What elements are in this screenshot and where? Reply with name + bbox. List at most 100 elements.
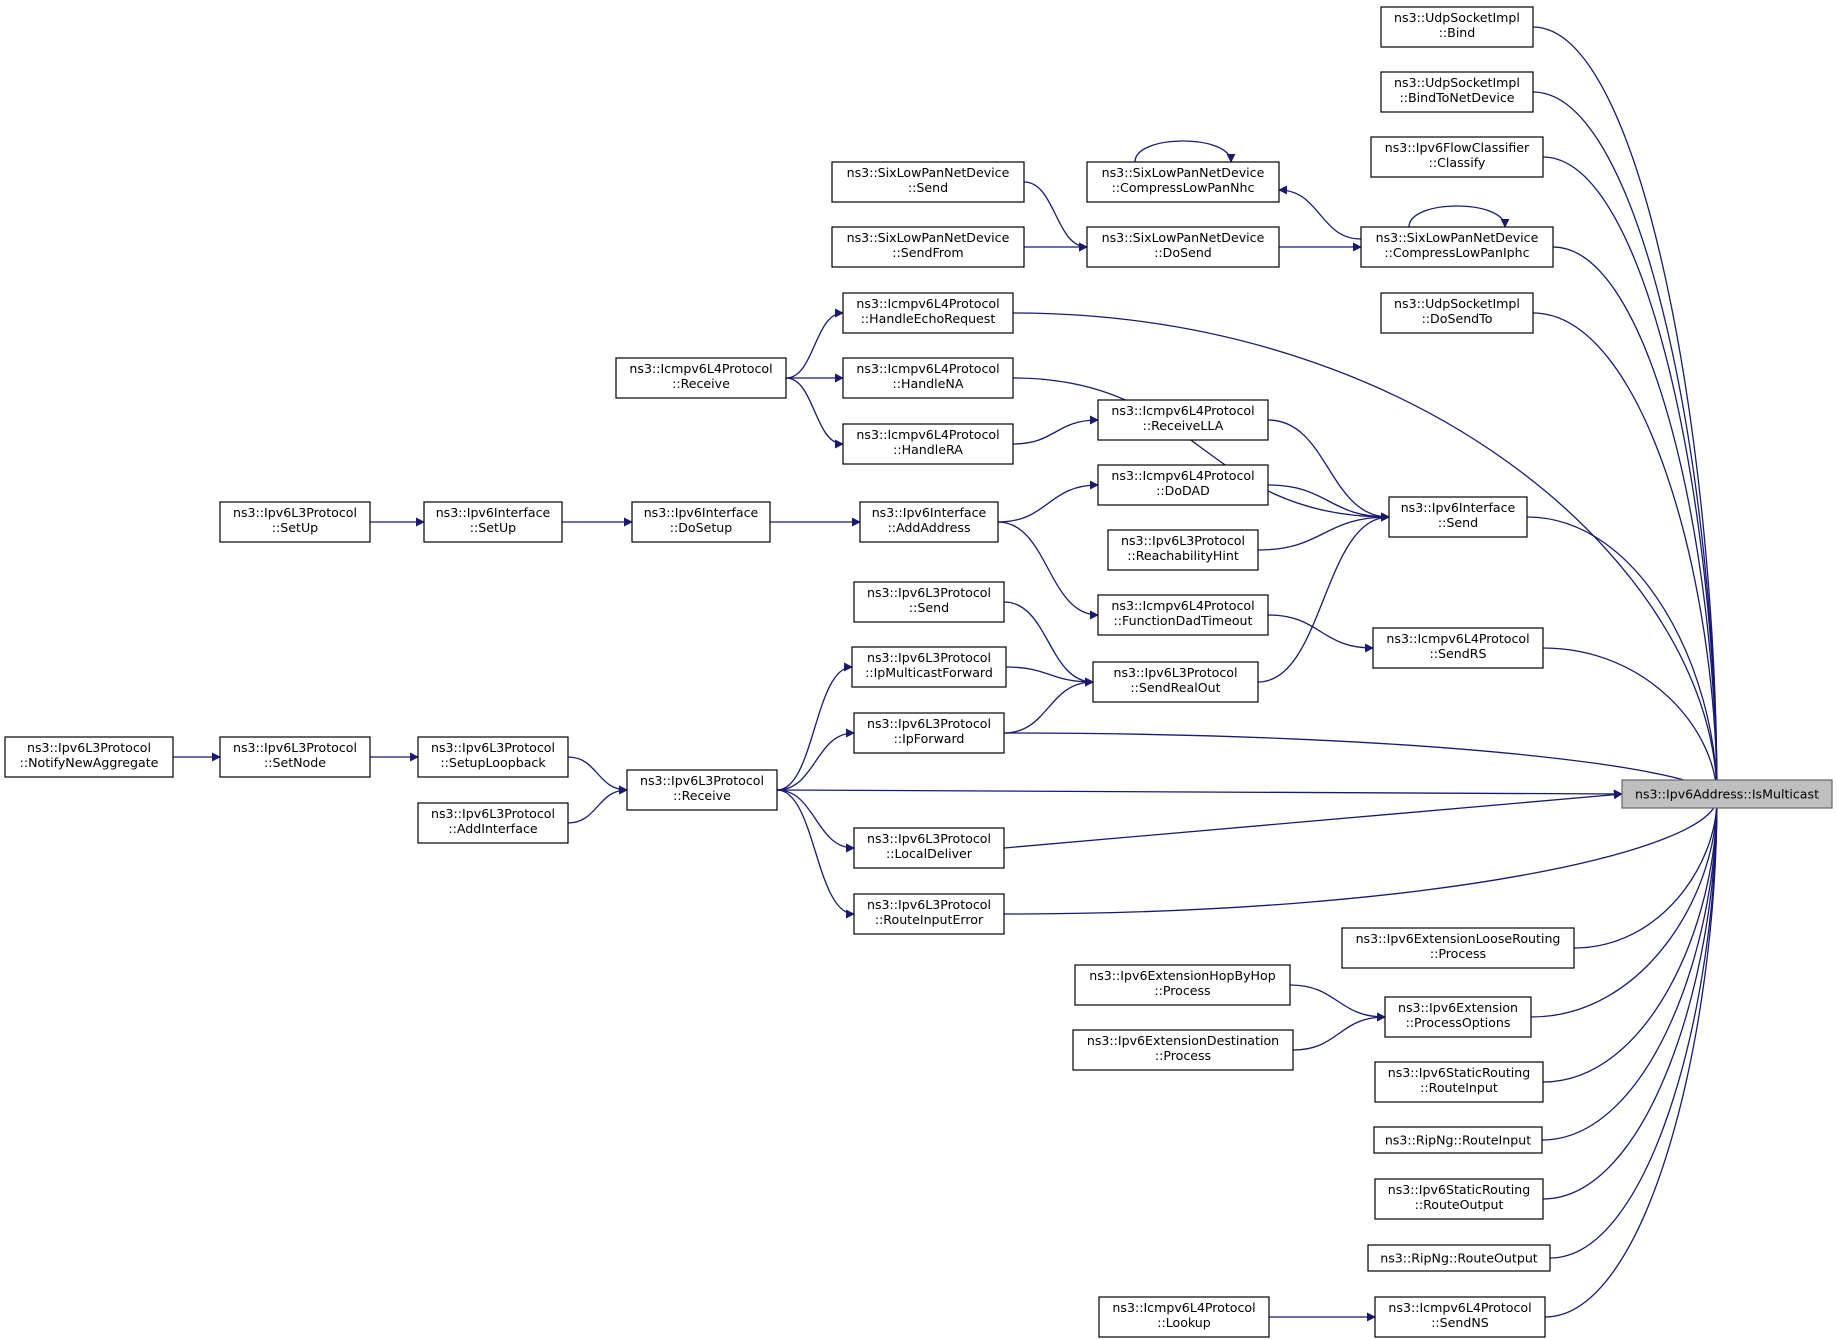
node-label-line: ns3::Ipv6L3Protocol: [431, 806, 555, 821]
node-label-line: ::ReceiveLLA: [1143, 418, 1224, 433]
node-udp-bindnet[interactable]: ns3::UdpSocketImpl::BindToNetDevice: [1380, 71, 1534, 113]
edge-static_rout-to-root: [1542, 797, 1722, 1200]
edge-l3_addiface-to-l3_receive: [567, 785, 628, 824]
node-label-line: ::SetUp: [470, 520, 516, 535]
node-label-line: ns3::Ipv6ExtensionHopByHop: [1089, 968, 1275, 983]
node-l3-addiface[interactable]: ns3::Ipv6L3Protocol::AddInterface: [417, 802, 569, 844]
node-label-line: ::FunctionDadTimeout: [1114, 613, 1253, 628]
node-icmp-receive[interactable]: ns3::Icmpv6L4Protocol::Receive: [615, 357, 787, 399]
node-box: [853, 893, 1005, 935]
edge-ext_dest-to-ext_procopts: [1292, 1012, 1386, 1051]
edge-l3_ipforward-to-root: [1003, 732, 1722, 799]
node-label-line: ::Bind: [1439, 25, 1476, 40]
node-ext-dest[interactable]: ns3::Ipv6ExtensionDestination::Process: [1072, 1029, 1294, 1071]
node-box: [1086, 161, 1280, 203]
node-l3-setnode[interactable]: ns3::Ipv6L3Protocol::SetNode: [219, 736, 371, 778]
node-label-line: ::ProcessOptions: [1406, 1015, 1511, 1030]
node-l3-send[interactable]: ns3::Ipv6L3Protocol::Send: [853, 581, 1005, 623]
node-label-line: ns3::Ipv6Address::IsMulticast: [1635, 787, 1819, 802]
node-box: [853, 712, 1005, 754]
node-label-line: ::SetNode: [264, 755, 326, 770]
node-label-line: ns3::SixLowPanNetDevice: [1102, 230, 1265, 245]
node-l3-notify[interactable]: ns3::Ipv6L3Protocol::NotifyNewAggregate: [4, 736, 174, 778]
node-l3-setuploop[interactable]: ns3::Ipv6L3Protocol::SetupLoopback: [417, 736, 569, 778]
node-box: [831, 226, 1025, 268]
node-icmp-sendrs[interactable]: ns3::Icmpv6L4Protocol::SendRS: [1372, 627, 1544, 669]
edge-l3_setuploop-to-l3_receive: [567, 756, 628, 795]
node-ripng-rout[interactable]: ns3::RipNg::RouteOutput: [1367, 1244, 1551, 1272]
node-icmp-lookup[interactable]: ns3::Icmpv6L4Protocol::Lookup: [1098, 1296, 1270, 1338]
node-box: [1374, 1061, 1544, 1103]
node-box: [219, 501, 371, 543]
edge-udp_bindnet-to-root: [1532, 91, 1722, 799]
node-icmp-sendns[interactable]: ns3::Icmpv6L4Protocol::SendNS: [1374, 1296, 1546, 1338]
node-label-line: ::Process: [1430, 946, 1486, 961]
node-iface-addaddr[interactable]: ns3::Ipv6Interface::AddAddress: [859, 501, 999, 543]
node-label-line: ns3::Icmpv6L4Protocol: [1388, 1300, 1531, 1315]
node-box: [1072, 1029, 1294, 1071]
edge-udp_bind-to-root: [1532, 26, 1722, 799]
node-sixlow-send[interactable]: ns3::SixLowPanNetDevice::Send: [831, 161, 1025, 203]
node-icmp-dodad[interactable]: ns3::Icmpv6L4Protocol::DoDAD: [1097, 464, 1269, 506]
node-udp-bind[interactable]: ns3::UdpSocketImpl::Bind: [1380, 6, 1534, 48]
edge-iface_send-to-root: [1526, 516, 1722, 799]
node-box: [417, 802, 569, 844]
node-static-rin[interactable]: ns3::Ipv6StaticRouting::RouteInput: [1374, 1061, 1544, 1103]
node-l3-ipmcast[interactable]: ns3::Ipv6L3Protocol::IpMulticastForward: [851, 646, 1007, 688]
node-flow-classify[interactable]: ns3::Ipv6FlowClassifier::Classify: [1370, 136, 1544, 178]
node-label-line: ::ReachabilityHint: [1127, 548, 1239, 563]
node-static-rout[interactable]: ns3::Ipv6StaticRouting::RouteOutput: [1374, 1178, 1544, 1220]
node-box: [1380, 71, 1534, 113]
node-icmp-dadtimeout[interactable]: ns3::Icmpv6L4Protocol::FunctionDadTimeou…: [1097, 594, 1269, 636]
node-label-line: ::HandleRA: [893, 442, 963, 457]
node-udp-dosendto[interactable]: ns3::UdpSocketImpl::DoSendTo: [1380, 292, 1534, 334]
node-l3-sendrealout[interactable]: ns3::Ipv6L3Protocol::SendRealOut: [1092, 661, 1259, 703]
node-icmp-rlla[interactable]: ns3::Icmpv6L4Protocol::ReceiveLLA: [1097, 399, 1269, 441]
edges-layer: [173, 26, 1722, 1322]
node-box: [1370, 136, 1544, 178]
node-label-line: ::Lookup: [1157, 1315, 1211, 1330]
node-iface-setup[interactable]: ns3::Ipv6Interface::SetUp: [423, 501, 563, 543]
node-iface-dosetup[interactable]: ns3::Ipv6Interface::DoSetup: [631, 501, 771, 543]
node-sixlow-dosend[interactable]: ns3::SixLowPanNetDevice::DoSend: [1086, 226, 1280, 268]
node-box: [1074, 964, 1291, 1006]
node-label-line: ns3::Ipv6L3Protocol: [1121, 533, 1245, 548]
edge-iface_addaddr-to-icmp_dadtimeout: [997, 521, 1099, 620]
node-label-line: ::AddInterface: [448, 821, 538, 836]
edge-l3_receive-to-l3_ipmcast: [776, 662, 853, 791]
node-l3-reach[interactable]: ns3::Ipv6L3Protocol::ReachabilityHint: [1107, 529, 1259, 571]
node-label-line: ::LocalDeliver: [886, 846, 973, 861]
node-l3-receive[interactable]: ns3::Ipv6L3Protocol::Receive: [626, 769, 778, 811]
node-icmp-echo[interactable]: ns3::Icmpv6L4Protocol::HandleEchoRequest: [842, 292, 1014, 334]
node-box: [1367, 1244, 1551, 1272]
node-label-line: ns3::Ipv6Extension: [1398, 1000, 1518, 1015]
node-compress-iphc[interactable]: ns3::SixLowPanNetDevice::CompressLowPanI…: [1360, 226, 1554, 268]
node-ripng-rin[interactable]: ns3::RipNg::RouteInput: [1373, 1126, 1543, 1154]
node-label-line: ns3::Ipv6ExtensionLooseRouting: [1356, 931, 1561, 946]
node-ext-loose[interactable]: ns3::Ipv6ExtensionLooseRouting::Process: [1341, 927, 1575, 969]
node-label-line: ::AddAddress: [887, 520, 970, 535]
node-ext-hbh[interactable]: ns3::Ipv6ExtensionHopByHop::Process: [1074, 964, 1291, 1006]
node-icmp-ra[interactable]: ns3::Icmpv6L4Protocol::HandleRA: [842, 423, 1014, 465]
node-label-line: ns3::Ipv6L3Protocol: [233, 505, 357, 520]
edge-udp_dosendto-to-root: [1532, 312, 1722, 799]
node-icmp-na[interactable]: ns3::Icmpv6L4Protocol::HandleNA: [842, 357, 1014, 399]
node-label-line: ::HandleEchoRequest: [861, 311, 996, 326]
node-label-line: ::CompressLowPanNhc: [1112, 180, 1255, 195]
node-l3-localdeliver[interactable]: ns3::Ipv6L3Protocol::LocalDeliver: [853, 827, 1005, 869]
node-iface-send[interactable]: ns3::Ipv6Interface::Send: [1388, 496, 1528, 538]
node-label-line: ns3::Icmpv6L4Protocol: [1111, 403, 1254, 418]
node-compress-nhc[interactable]: ns3::SixLowPanNetDevice::CompressLowPanN…: [1086, 161, 1280, 203]
node-l3-ipforward[interactable]: ns3::Ipv6L3Protocol::IpForward: [853, 712, 1005, 754]
edge-l3_ipmcast-to-l3_sendrealout: [1005, 666, 1094, 687]
node-l3-setup[interactable]: ns3::Ipv6L3Protocol::SetUp: [219, 501, 371, 543]
node-sixlow-sendfrom[interactable]: ns3::SixLowPanNetDevice::SendFrom: [831, 226, 1025, 268]
node-label-line: ns3::SixLowPanNetDevice: [847, 165, 1010, 180]
edge-l3_send-to-l3_sendrealout: [1003, 601, 1094, 687]
node-ext-procopts[interactable]: ns3::Ipv6Extension::ProcessOptions: [1384, 996, 1532, 1038]
node-root[interactable]: ns3::Ipv6Address::IsMulticast: [1621, 779, 1833, 809]
node-l3-routeinerr[interactable]: ns3::Ipv6L3Protocol::RouteInputError: [853, 893, 1005, 935]
node-label-line: ::HandleNA: [893, 376, 964, 391]
node-box: [1360, 226, 1554, 268]
node-box: [1098, 1296, 1270, 1338]
